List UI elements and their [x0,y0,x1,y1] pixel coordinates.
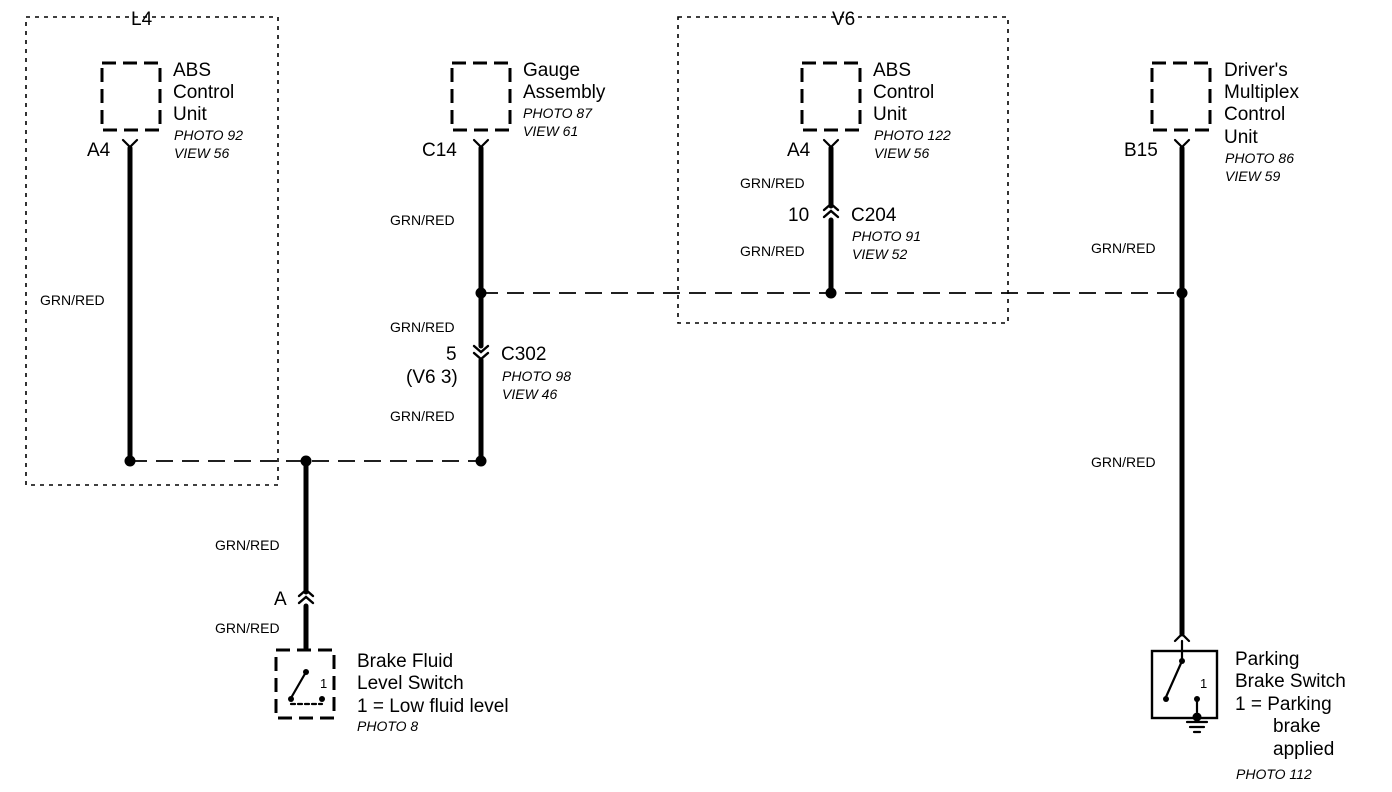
abs-v6-box [800,61,862,132]
parking-brake-switch-icon [1150,639,1219,720]
l4-zone [25,16,279,486]
c302-alt-pin-label: (V6 3) [406,367,458,388]
c204-connector-icon [822,202,840,219]
splice-dot [475,455,487,467]
abs-v6-name: ABS [873,60,912,81]
splice-dot [475,287,487,299]
dmcu-box [1150,61,1212,132]
wire-color-label: GRN/RED [740,243,805,259]
dmcu-name: Unit [1224,127,1258,148]
abs-v6-photo: PHOTO 122 [874,127,951,143]
dmcu-name: Control [1224,104,1286,125]
wire-color-label: GRN/RED [40,292,105,308]
abs-l4-photo: PHOTO 92 [174,127,243,143]
gauge-name: Assembly [523,82,606,103]
gauge-pin-label: C14 [422,140,457,161]
v6-zone [677,16,1009,324]
brake-fluid-state: 1 [320,676,328,691]
splice-dot [825,287,837,299]
parking-photo: PHOTO 112 [1236,766,1312,782]
wire-color-label: GRN/RED [1091,240,1156,256]
parking-state: 1 [1200,676,1208,691]
abs-l4-box [100,61,162,132]
wire-color-label: GRN/RED [390,408,455,424]
parking-pin-icon [1173,632,1191,643]
c302-photo: PHOTO 98 [502,368,571,384]
c302-view: VIEW 46 [502,386,558,402]
gauge-photo: PHOTO 87 [523,105,592,121]
brake-fluid-photo: PHOTO 8 [357,718,419,734]
dmcu-view: VIEW 59 [1225,168,1281,184]
abs-v6-name: Control [873,82,935,103]
dmcu-name: Multiplex [1224,82,1299,103]
dmcu-photo: PHOTO 86 [1225,150,1294,166]
abs-l4-pin-label: A4 [87,140,111,161]
parking-name: brake [1273,716,1321,737]
zone-label-v6: V6 [832,9,856,30]
c302-pin-label: 5 [446,344,457,365]
gauge-view: VIEW 61 [523,123,579,139]
parking-name: 1 = Parking [1235,694,1332,715]
c204-view: VIEW 52 [852,246,908,262]
parking-name: Parking [1235,649,1300,670]
dmcu-pin-label: B15 [1124,140,1158,161]
wire-color-label: GRN/RED [215,537,280,553]
splice-dot [300,455,312,467]
gauge-box [450,61,512,132]
c302-name: C302 [501,344,547,365]
brake-fluid-name: 1 = Low fluid level [357,696,509,717]
abs-l4-name: Control [173,82,235,103]
brake-fluid-switch-icon [274,648,336,720]
wire-color-label: GRN/RED [390,212,455,228]
zone-label-l4: L4 [131,9,153,30]
dmcu-name: Driver's [1224,60,1288,81]
abs-v6-name: Unit [873,104,907,125]
abs-l4-name: Unit [173,104,207,125]
c204-name: C204 [851,205,897,226]
parking-name: Brake Switch [1235,671,1346,692]
c302-connector-icon [472,344,490,361]
ground-icon [1185,712,1209,734]
abs-l4-name: ABS [173,60,212,81]
wire-color-label: GRN/RED [740,175,805,191]
wire-color-label: GRN/RED [215,620,280,636]
connector-a-pin-label: A [274,589,287,610]
c204-pin-label: 10 [788,205,810,226]
wire-color-label: GRN/RED [1091,454,1156,470]
splice-dot [1176,287,1188,299]
wire-color-label: GRN/RED [390,319,455,335]
gauge-name: Gauge [523,60,581,81]
connector-a-icon [297,588,315,605]
splice-dot [124,455,136,467]
abs-l4-view: VIEW 56 [174,145,230,161]
brake-fluid-name: Brake Fluid [357,651,454,672]
brake-fluid-name: Level Switch [357,673,464,694]
parking-name: applied [1273,739,1335,760]
abs-v6-pin-label: A4 [787,140,811,161]
c204-photo: PHOTO 91 [852,228,921,244]
abs-v6-view: VIEW 56 [874,145,930,161]
